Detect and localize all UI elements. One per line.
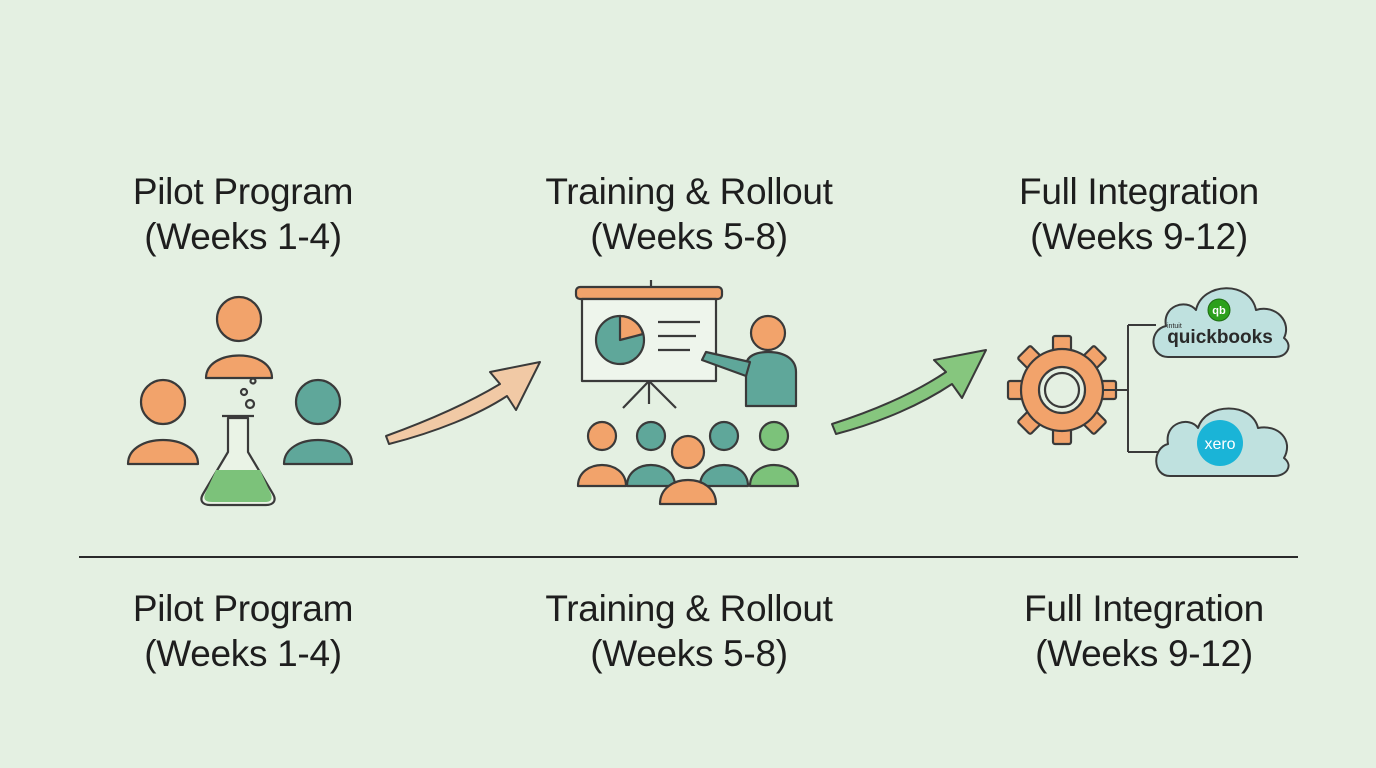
quickbooks-mark: qb [1212,305,1226,317]
phase-label-integration-bottom: Full Integration (Weeks 9-12) [994,586,1294,676]
phase-weeks: (Weeks 1-4) [144,633,342,675]
connector-lines [1104,324,1158,453]
phase-title: Full Integration [1024,588,1264,629]
phase-weeks: (Weeks 5-8) [590,216,788,258]
phase-weeks: (Weeks 9-12) [1030,216,1248,258]
quickbooks-name: quickbooks [1167,327,1273,348]
phase-title: Pilot Program [132,171,354,212]
presentation-board-icon [574,280,798,409]
xero-logo: xero [1197,420,1243,466]
phase-label-pilot: Pilot Program (Weeks 1-4) [93,169,393,259]
quickbooks-logo: qb intuit quickbooks [1167,298,1273,348]
phase-title: Training & Rollout [545,588,833,629]
timeline-divider [79,556,1298,558]
phase-title: Full Integration [1019,171,1259,212]
flask-icon [200,377,276,507]
phase-title: Pilot Program [132,588,354,629]
xero-name: xero [1204,436,1235,453]
phase-label-integration: Full Integration (Weeks 9-12) [989,169,1289,259]
arrow-icon [831,349,987,435]
pilot-team-icon [126,295,354,466]
quickbooks-small: intuit [1167,323,1182,330]
phase-weeks: (Weeks 5-8) [590,633,788,675]
phase-label-training-bottom: Training & Rollout (Weeks 5-8) [509,586,869,676]
audience-icon [576,420,800,506]
phase-weeks: (Weeks 1-4) [144,216,342,258]
phase-weeks: (Weeks 9-12) [1035,633,1253,675]
phase-title: Training & Rollout [545,171,833,212]
phase-label-pilot-bottom: Pilot Program (Weeks 1-4) [93,586,393,676]
gear-icon [1006,334,1118,446]
arrow-icon [385,361,541,445]
phase-label-training: Training & Rollout (Weeks 5-8) [509,169,869,259]
